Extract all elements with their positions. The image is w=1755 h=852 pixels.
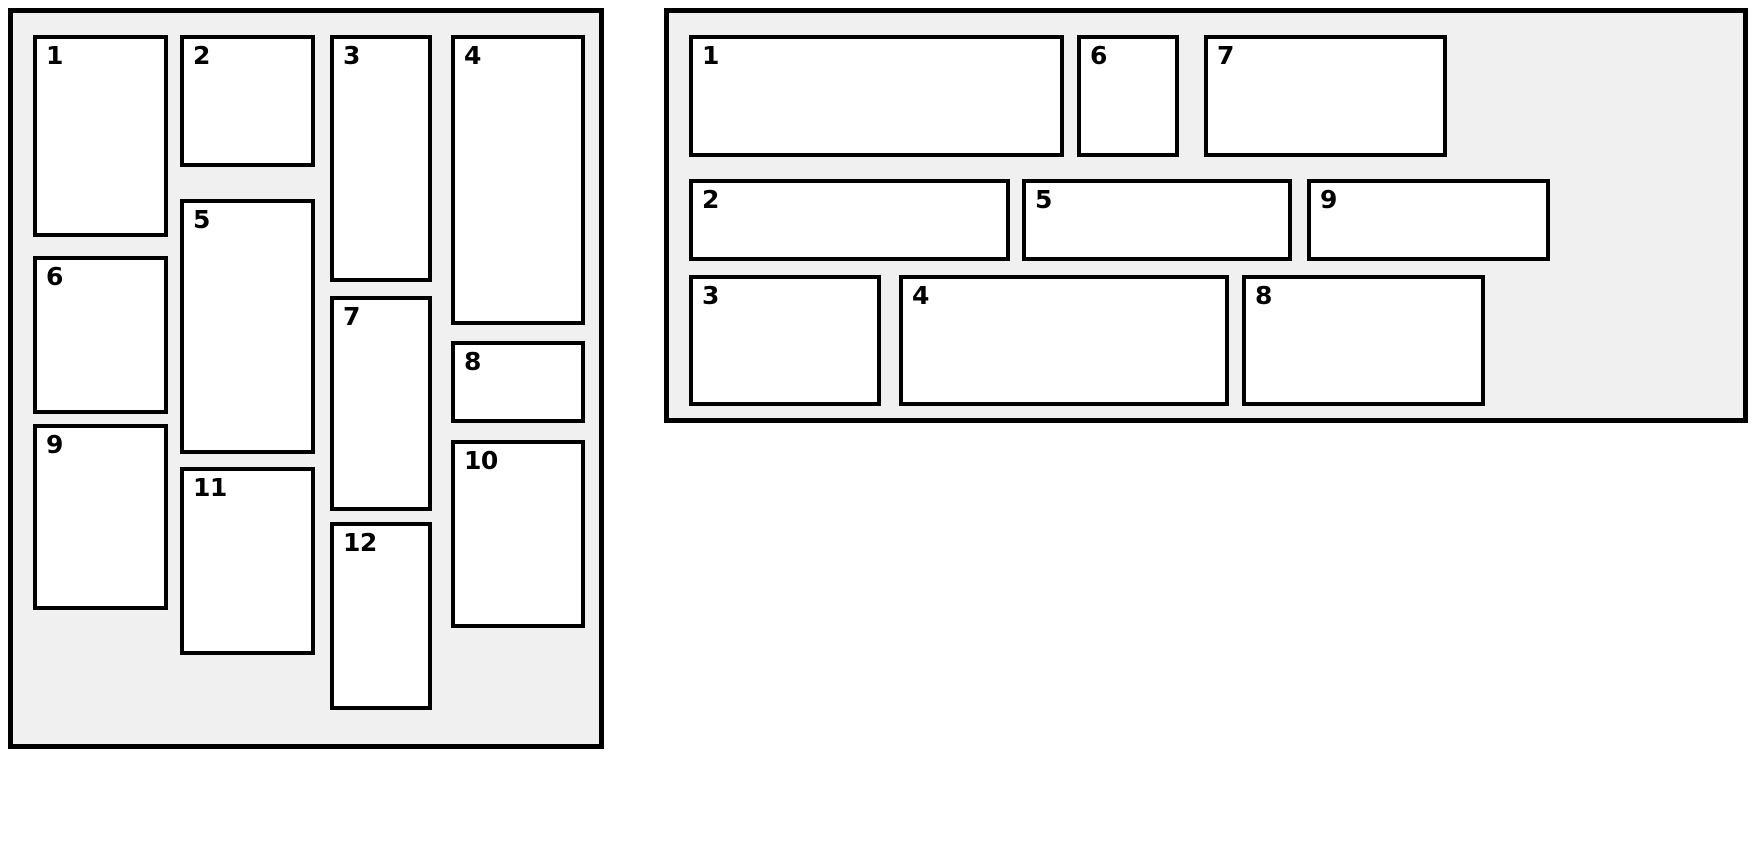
right-box-label-8: 8 bbox=[1255, 281, 1272, 310]
left-box-label-11: 11 bbox=[193, 473, 227, 502]
right-panel: 1 6 7 2 5 9 3 4 8 bbox=[664, 8, 1748, 423]
right-box-7[interactable]: 7 bbox=[1204, 35, 1447, 157]
right-box-2[interactable]: 2 bbox=[689, 179, 1010, 261]
left-box-6[interactable]: 6 bbox=[33, 256, 168, 414]
left-box-1[interactable]: 1 bbox=[33, 35, 168, 237]
left-box-4[interactable]: 4 bbox=[451, 35, 585, 325]
left-box-11[interactable]: 11 bbox=[180, 467, 315, 655]
left-box-5[interactable]: 5 bbox=[180, 199, 315, 454]
right-box-label-3: 3 bbox=[702, 281, 719, 310]
left-box-8[interactable]: 8 bbox=[451, 341, 585, 423]
right-box-3[interactable]: 3 bbox=[689, 275, 881, 406]
left-box-12[interactable]: 12 bbox=[330, 522, 432, 710]
right-box-9[interactable]: 9 bbox=[1307, 179, 1550, 261]
left-box-label-1: 1 bbox=[46, 41, 63, 70]
right-box-8[interactable]: 8 bbox=[1242, 275, 1485, 406]
left-box-label-7: 7 bbox=[343, 302, 360, 331]
right-box-label-1: 1 bbox=[702, 41, 719, 70]
left-box-label-5: 5 bbox=[193, 205, 210, 234]
left-box-label-8: 8 bbox=[464, 347, 481, 376]
left-box-3[interactable]: 3 bbox=[330, 35, 432, 282]
left-box-label-4: 4 bbox=[464, 41, 481, 70]
left-box-label-3: 3 bbox=[343, 41, 360, 70]
right-box-label-4: 4 bbox=[912, 281, 929, 310]
left-box-label-9: 9 bbox=[46, 430, 63, 459]
right-box-6[interactable]: 6 bbox=[1077, 35, 1179, 157]
left-box-label-6: 6 bbox=[46, 262, 63, 291]
right-box-label-5: 5 bbox=[1035, 185, 1052, 214]
left-box-10[interactable]: 10 bbox=[451, 440, 585, 628]
right-box-4[interactable]: 4 bbox=[899, 275, 1229, 406]
right-box-label-7: 7 bbox=[1217, 41, 1234, 70]
right-box-label-2: 2 bbox=[702, 185, 719, 214]
right-box-label-6: 6 bbox=[1090, 41, 1107, 70]
right-box-5[interactable]: 5 bbox=[1022, 179, 1292, 261]
left-box-label-12: 12 bbox=[343, 528, 377, 557]
left-box-2[interactable]: 2 bbox=[180, 35, 315, 167]
right-box-1[interactable]: 1 bbox=[689, 35, 1064, 157]
left-box-7[interactable]: 7 bbox=[330, 296, 432, 511]
left-box-label-10: 10 bbox=[464, 446, 498, 475]
left-box-9[interactable]: 9 bbox=[33, 424, 168, 610]
left-box-label-2: 2 bbox=[193, 41, 210, 70]
right-box-label-9: 9 bbox=[1320, 185, 1337, 214]
